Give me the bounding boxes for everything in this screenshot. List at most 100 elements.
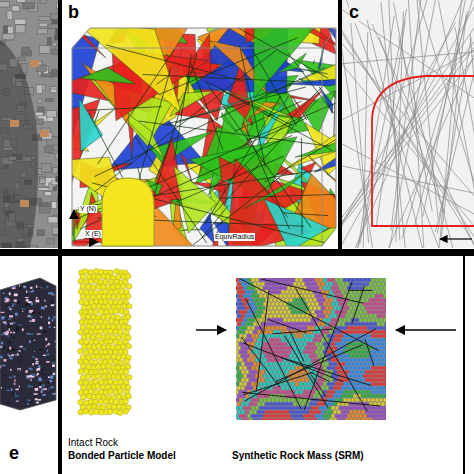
particle [385, 330, 386, 334]
particle [363, 318, 367, 322]
particle [317, 378, 321, 382]
particle [383, 278, 386, 282]
particle [373, 354, 377, 358]
particle [118, 410, 124, 416]
particle-speck [15, 313, 17, 315]
particle-speck [3, 346, 5, 349]
particle [307, 318, 311, 322]
rock-block [40, 0, 46, 3]
particle [265, 378, 269, 382]
particle [337, 322, 341, 326]
particle [257, 330, 261, 334]
particle [261, 370, 265, 374]
fracture-trace [158, 38, 297, 95]
particle [371, 334, 375, 338]
particle [269, 306, 273, 310]
particle-speck [30, 386, 33, 387]
particle [345, 354, 349, 358]
particle-speck [7, 279, 11, 282]
particle [251, 358, 255, 362]
fracture-trace [207, 83, 311, 227]
particle [236, 278, 239, 282]
particle [299, 334, 303, 338]
cube-ground [0, 276, 58, 412]
particle-speck [23, 286, 25, 287]
particle [249, 290, 253, 294]
particle [295, 334, 299, 338]
particle [315, 334, 319, 338]
fracture-trace [201, 108, 207, 109]
particle [237, 282, 241, 286]
particle [237, 290, 241, 294]
rock-block [42, 164, 52, 173]
particle [239, 310, 243, 314]
particle-speck [6, 305, 7, 306]
particle [315, 350, 319, 354]
particle [367, 318, 371, 322]
particle-speck [3, 284, 4, 286]
particle [301, 346, 305, 350]
particle-speck [55, 283, 58, 285]
particle [333, 306, 337, 310]
particle [361, 370, 365, 374]
particle-speck [6, 331, 9, 334]
particle-speck [9, 347, 11, 350]
particle [237, 362, 241, 366]
particle [251, 374, 255, 378]
particle [375, 366, 379, 370]
particle [243, 358, 247, 362]
particle [251, 366, 255, 370]
particle [269, 322, 273, 326]
particle-speck [7, 390, 10, 391]
particle [96, 343, 102, 349]
cube-edge [72, 28, 336, 246]
particle [383, 302, 386, 306]
particle [379, 318, 383, 322]
rock-block [52, 70, 58, 77]
particle-speck [48, 343, 50, 344]
particle [263, 382, 267, 386]
particle [383, 334, 386, 338]
particle-speck [30, 411, 33, 413]
particle [319, 294, 323, 298]
particle [363, 326, 367, 330]
particle [237, 330, 241, 334]
particle [383, 318, 386, 322]
particle [95, 364, 101, 370]
particle [303, 326, 307, 330]
particle [301, 322, 305, 326]
particle [237, 338, 241, 342]
fracture-plane [81, 68, 136, 84]
particle-speck [34, 340, 35, 341]
particle [343, 334, 347, 338]
particle [257, 298, 261, 302]
particle [381, 282, 385, 286]
particle [273, 314, 277, 318]
particle-speck [53, 316, 56, 319]
particle [311, 334, 315, 338]
particle [369, 298, 373, 302]
particle [80, 284, 86, 290]
particle [357, 330, 361, 334]
rock-block [39, 23, 48, 27]
particle [269, 338, 273, 342]
particle-speck [7, 349, 9, 352]
particle [107, 379, 113, 385]
particle [385, 290, 386, 294]
particle [317, 298, 321, 302]
particle-speck [35, 396, 37, 398]
particle [307, 334, 311, 338]
particle-speck [17, 369, 20, 370]
particle [265, 298, 269, 302]
particle [329, 306, 333, 310]
rock-block [12, 6, 19, 11]
particle-speck [8, 283, 11, 284]
particle [253, 338, 257, 342]
particle [245, 354, 249, 358]
particle [361, 354, 365, 358]
particle [367, 366, 371, 370]
particle [245, 290, 249, 294]
particle-speck [13, 283, 16, 284]
particle [371, 350, 375, 354]
particle [257, 306, 261, 310]
